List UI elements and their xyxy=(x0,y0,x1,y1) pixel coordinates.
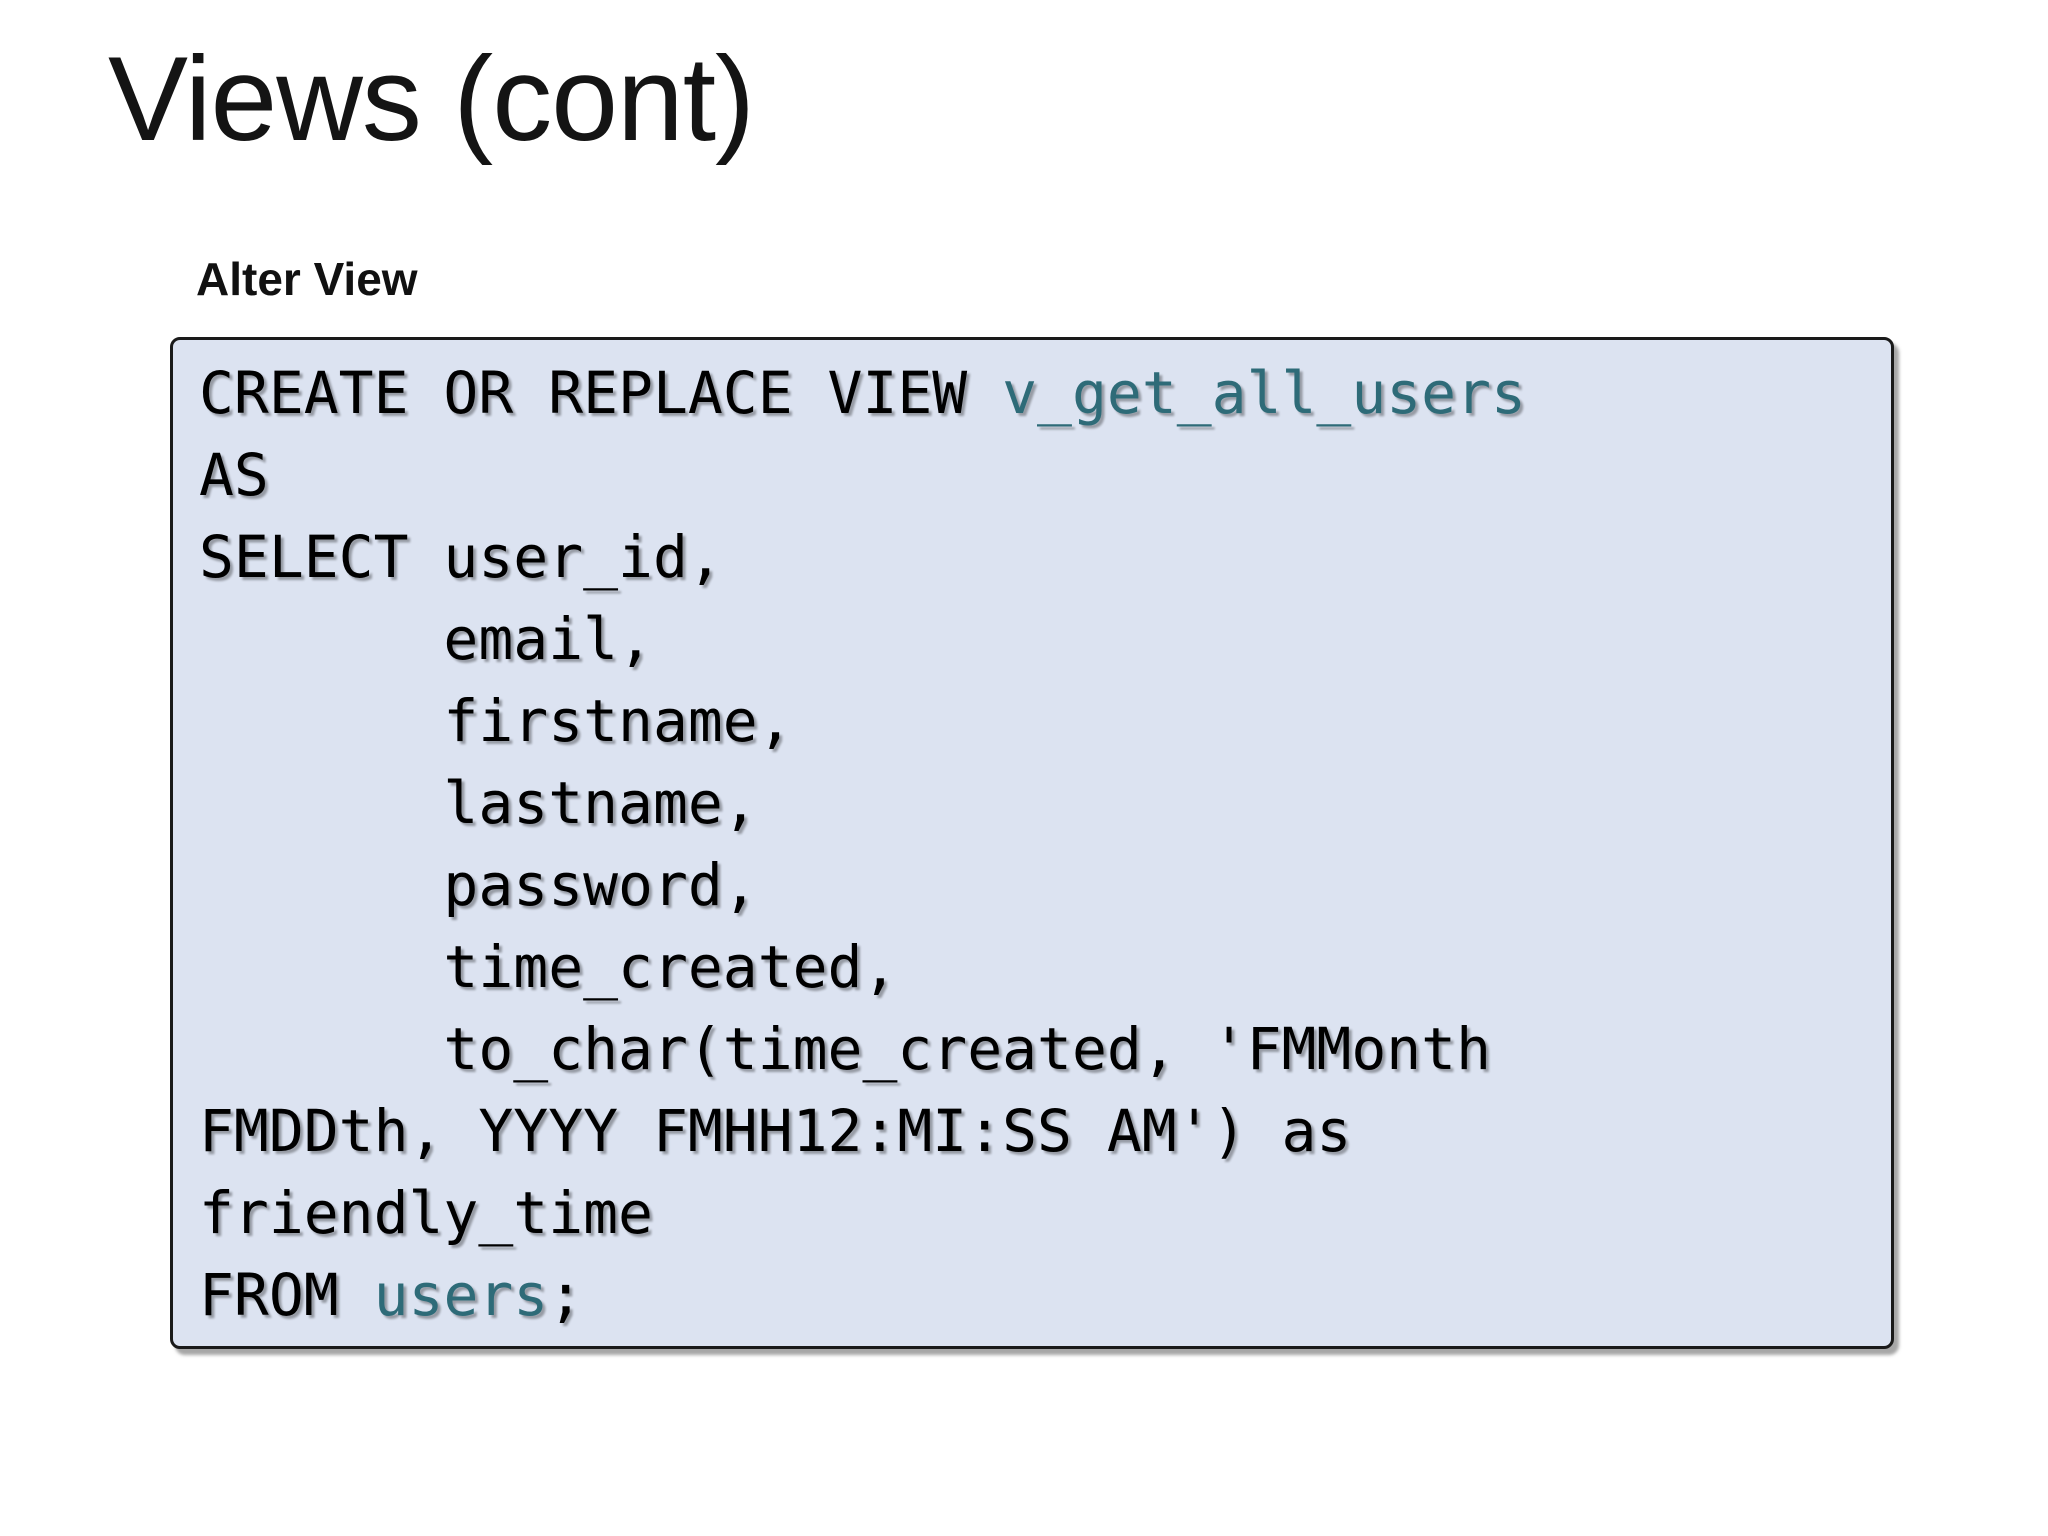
section-label: Alter View xyxy=(196,253,418,305)
code-plain-token: email, xyxy=(199,605,653,673)
code-plain-token: time_created, xyxy=(199,933,898,1001)
code-plain-token: to_char(time_created, 'FMMonth xyxy=(199,1015,1492,1083)
code-plain-token: firstname, xyxy=(199,687,793,755)
sql-code-box: CREATE OR REPLACE VIEW v_get_all_users A… xyxy=(170,337,1894,1349)
code-plain-token: FMDDth, YYYY FMHH12:MI:SS AM') as xyxy=(199,1097,1352,1165)
page-title: Views (cont) xyxy=(108,32,755,166)
code-plain-token: AS xyxy=(199,441,269,509)
code-plain-token: password, xyxy=(199,851,758,919)
code-entity-token: users xyxy=(373,1261,549,1329)
code-plain-token: SELECT user_id, xyxy=(199,523,723,591)
code-entity-token: v_get_all_users xyxy=(1002,359,1526,427)
code-plain-token: friendly_time xyxy=(199,1179,653,1247)
code-plain-token: FROM xyxy=(199,1261,374,1329)
code-plain-token: CREATE OR REPLACE VIEW xyxy=(199,359,1003,427)
code-plain-token: ; xyxy=(548,1261,584,1329)
sql-code: CREATE OR REPLACE VIEW v_get_all_users A… xyxy=(173,340,1891,1344)
code-plain-token: lastname, xyxy=(199,769,758,837)
